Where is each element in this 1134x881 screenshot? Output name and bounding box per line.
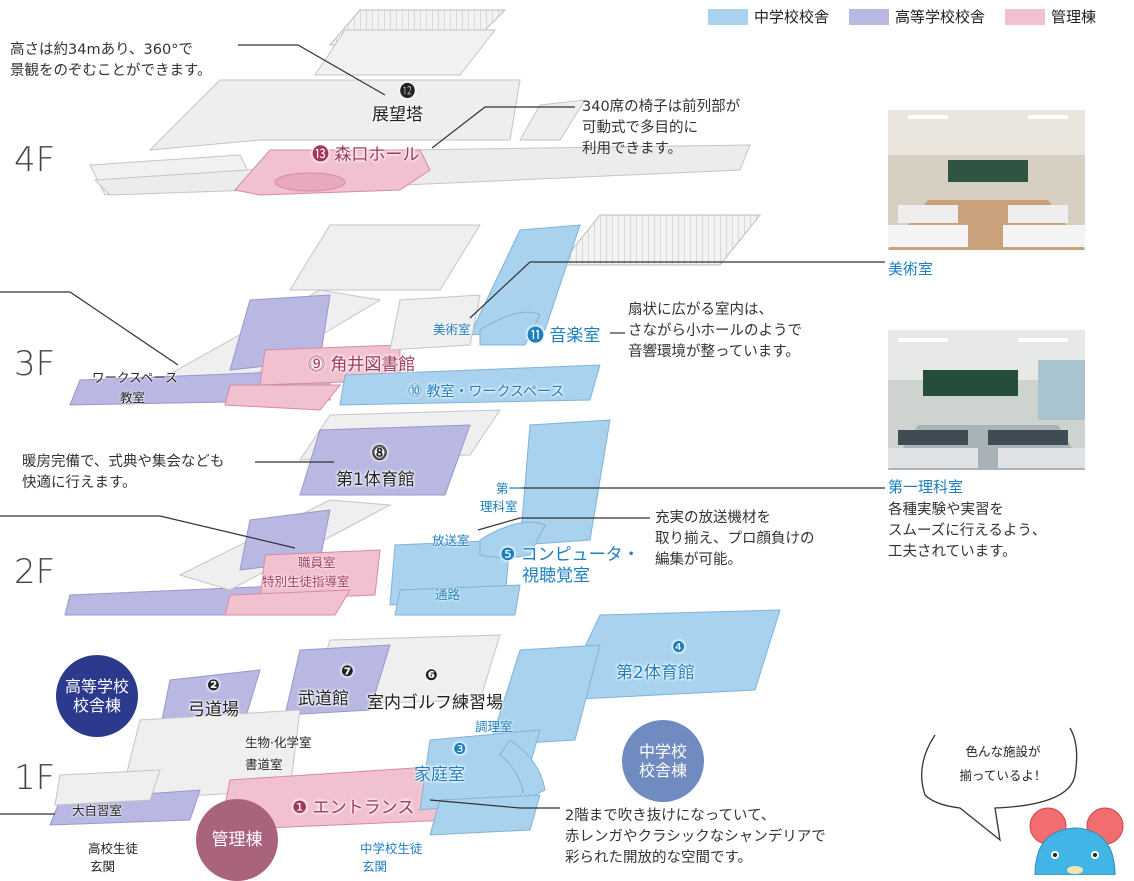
note-tower: 高さは約34mあり、360°で 景観をのぞむことができます。	[10, 42, 212, 79]
floor-3f-plan	[69, 214, 762, 411]
golf-number: ❻	[425, 666, 438, 684]
music-number: ⓫	[527, 326, 544, 346]
tower-number: ⓬	[400, 82, 416, 100]
hs-entrance-label-a: 高校生徒	[88, 841, 139, 856]
cooking-room-label: 調理室	[475, 719, 513, 734]
passage-label: 通路	[435, 587, 461, 602]
tower-label: 展望塔	[372, 105, 423, 125]
classroom-3f-label: 教室	[120, 390, 146, 405]
kyudo-label: 弓道場	[188, 700, 239, 720]
jhs-entrance-label-a: 中学校生徒	[360, 841, 423, 856]
science-room-photo	[888, 330, 1085, 470]
broadcast-room-label: 放送室	[432, 533, 470, 548]
floor-label-3f: 3F	[14, 344, 56, 384]
self-study-room-label: 大自習室	[72, 803, 123, 818]
classroom-ws-name: 教室・ワークスペース	[426, 384, 565, 400]
jhs-entrance-label-b: 玄関	[362, 859, 388, 874]
mascot-speech-bubble	[921, 727, 1078, 842]
home-ec-number: ❸	[453, 740, 467, 758]
legend-swatch-junior-high	[708, 8, 748, 25]
legend-label: 中学校校舎	[754, 8, 830, 26]
admin-building-badge: 管理棟	[196, 799, 278, 881]
entrance-name: エントランス	[312, 798, 415, 818]
home-ec-label: 家庭室	[414, 765, 465, 785]
legend-label: 高等学校校舎	[895, 8, 986, 26]
classroom-ws-label: ⓾ 教室・ワークスペース	[408, 381, 564, 401]
floor-label-2f: 2F	[14, 552, 56, 592]
art-room-label: 美術室	[433, 322, 471, 337]
legend: 中学校校舎 高等学校校舎 管理棟	[708, 6, 1110, 27]
calligraphy-room-label: 書道室	[245, 757, 283, 772]
computer-room-label-a: ❺ コンピュータ・	[500, 540, 640, 565]
classroom-ws-number: ⓾	[408, 384, 422, 400]
science1-label-b: 理科室	[480, 499, 518, 514]
staff-room-label: 職員室	[298, 555, 336, 570]
legend-swatch-high-school	[849, 8, 890, 25]
mascot-line-1: 色んな施設が	[965, 744, 1041, 759]
gym2-number: ❹	[672, 638, 686, 656]
high-school-building-badge: 高等学校 校舎棟	[56, 655, 138, 737]
hall-number: ⓭	[312, 145, 329, 165]
gym1-label: 第1体育館	[336, 470, 415, 490]
hs-entrance-label-b: 玄関	[90, 859, 116, 874]
art-room-caption: 美術室	[888, 260, 934, 278]
legend-item-admin: 管理棟	[1005, 6, 1096, 27]
science1-label-a: 第一	[496, 481, 522, 496]
mascot-line-2: 揃っているよ！	[959, 768, 1047, 783]
bio-chem-room-label: 生物·化学室	[245, 735, 312, 750]
art-room-photo	[888, 110, 1085, 250]
entrance-label: ❶ エントランス	[292, 793, 414, 818]
mascot	[1029, 807, 1124, 875]
science-room-description: 各種実験や実習を スムーズに行えるよう、 工夫されています。	[888, 502, 1047, 560]
floor-label-4f: 4F	[14, 140, 56, 180]
computer-name-a: コンピュータ・	[520, 545, 640, 565]
legend-label: 管理棟	[1051, 8, 1097, 26]
floor-1f-plan	[49, 609, 781, 836]
note-music: 扇状に広がる室内は、 さながら小ホールのようで 音響環境が整っています。	[628, 302, 802, 360]
budo-number: ❼	[341, 662, 354, 680]
library-name: 角井図書館	[330, 355, 416, 375]
entrance-number: ❶	[292, 798, 308, 818]
legend-swatch-admin	[1005, 8, 1046, 25]
floor-4f-plan	[89, 9, 751, 196]
legend-item-junior-high: 中学校校舎	[708, 6, 829, 27]
floor-2f-plan	[64, 409, 611, 616]
music-room-label: ⓫ 音楽室	[527, 321, 600, 346]
note-computer: 充実の放送機材を 取り揃え、プロ顔負けの 編集が可能。	[655, 510, 815, 568]
library-number: ⓽	[308, 355, 325, 375]
leader-lines	[0, 44, 885, 815]
computer-room-label-b: 視聴覚室	[522, 566, 590, 586]
library-label: ⓽ 角井図書館	[308, 350, 415, 375]
junior-high-building-badge: 中学校 校舎棟	[622, 720, 704, 802]
budo-label: 武道館	[298, 689, 349, 709]
hall-name: 森口ホール	[334, 145, 420, 165]
workspace-3f-label: ワークスペース	[92, 370, 178, 385]
floor-label-1f: 1F	[14, 758, 56, 798]
hall-label: ⓭ 森口ホール	[312, 140, 419, 165]
gym2-label: 第2体育館	[616, 663, 695, 683]
gym1-number: ⓼	[372, 444, 388, 462]
science-room-caption: 第一理科室	[888, 478, 964, 496]
legend-item-high-school: 高等学校校舎	[849, 6, 985, 27]
special-guidance-room-label: 特別生徒指導室	[262, 574, 350, 589]
computer-number: ❺	[500, 545, 516, 565]
note-hall: 340席の椅子は前列部が 可動式で多目的に 利用できます。	[582, 99, 741, 157]
kyudo-number: ❷	[207, 676, 220, 694]
mascot-speech-text: 色んな施設が 揃っているよ！	[938, 740, 1068, 788]
music-name: 音楽室	[549, 326, 601, 346]
note-gym1: 暖房完備で、式典や集会なども 快適に行えます。	[22, 454, 225, 491]
note-entrance: 2階まで吹き抜けになっていて、 赤レンガやクラシックなシャンデリアで 彩られた開…	[565, 808, 826, 866]
golf-label: 室内ゴルフ練習場	[367, 693, 503, 713]
